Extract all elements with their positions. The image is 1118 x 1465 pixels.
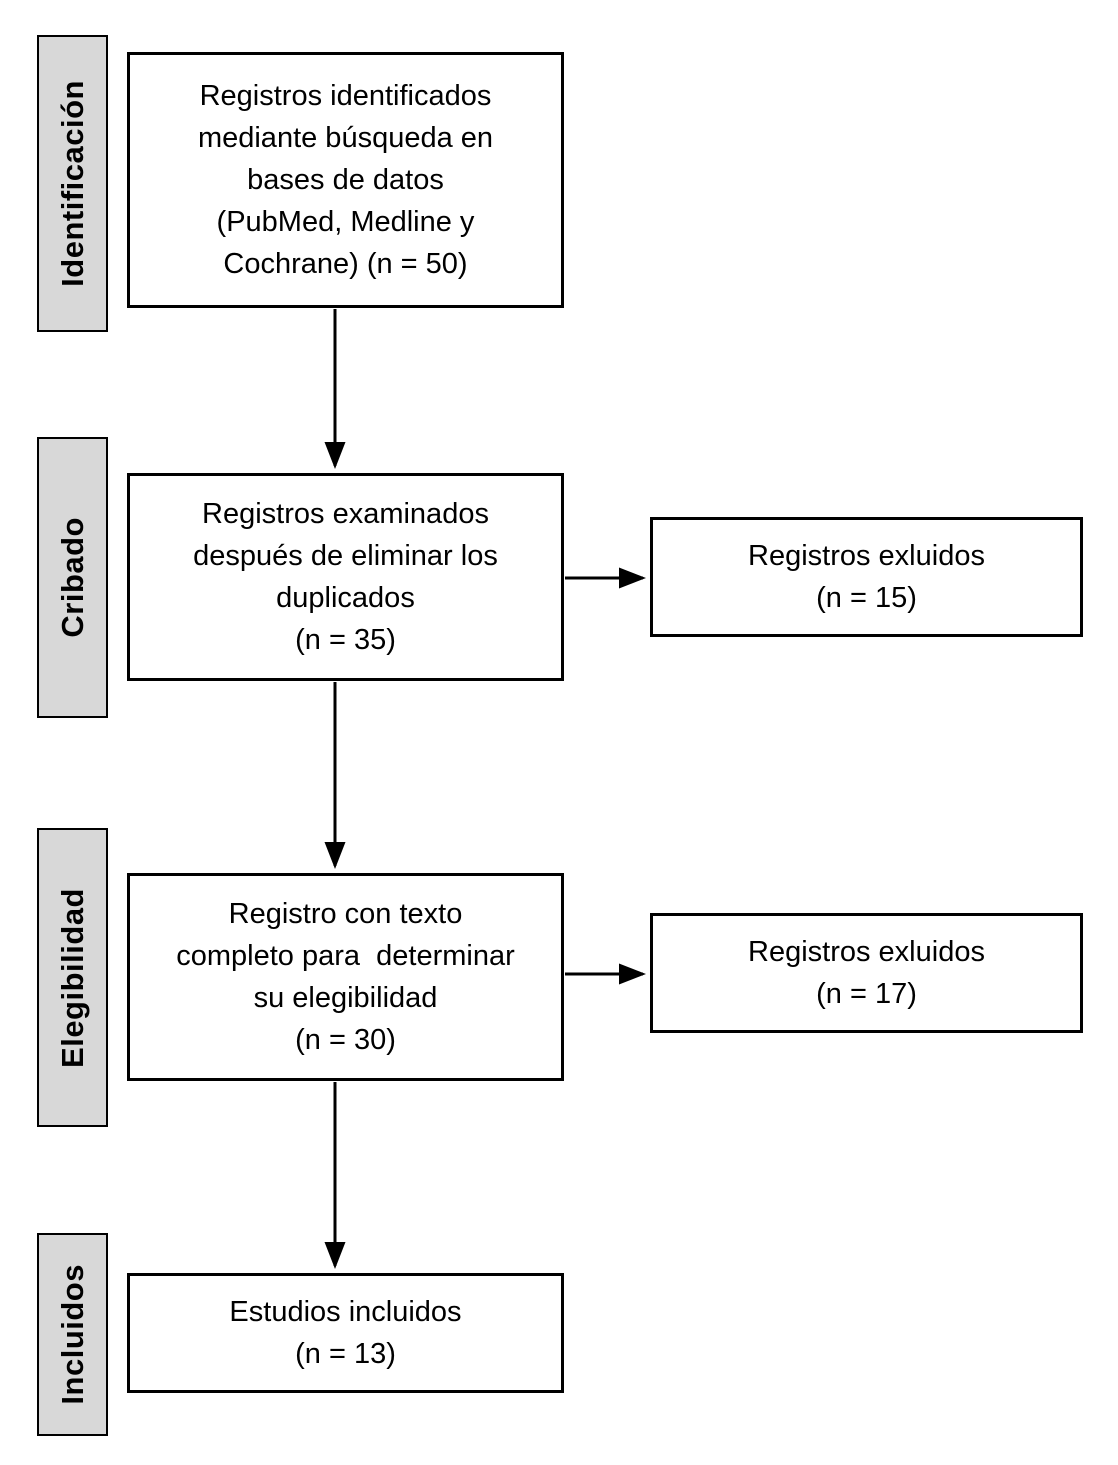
box-screened-records: Registros examinados después de eliminar… [127,473,564,681]
box-fulltext-records-text: Registro con texto completo para determi… [176,897,515,1057]
box-excluded-screening-text: Registros exluidos (n = 15) [748,539,985,614]
stage-eligibility-label: Elegibilidad [54,887,90,1068]
box-identified-records-text: Registros identificados mediante búsqued… [197,79,494,281]
box-excluded-eligibility: Registros exluidos (n = 17) [650,913,1083,1033]
stage-identification: Identificación [37,35,108,332]
stage-included: Incluidos [37,1233,108,1436]
stage-identification-label: Identificación [54,80,90,287]
box-identified-records: Registros identificados mediante búsqued… [127,52,564,308]
box-excluded-eligibility-text: Registros exluidos (n = 17) [748,935,985,1010]
box-screened-records-text: Registros examinados después de eliminar… [193,497,498,657]
stage-eligibility: Elegibilidad [37,828,108,1127]
box-excluded-screening: Registros exluidos (n = 15) [650,517,1083,637]
stage-included-label: Incluidos [54,1264,90,1405]
stage-screening: Cribado [37,437,108,718]
box-included-studies: Estudios incluidos (n = 13) [127,1273,564,1393]
box-fulltext-records: Registro con texto completo para determi… [127,873,564,1081]
box-included-studies-text: Estudios incluidos (n = 13) [229,1295,462,1370]
stage-screening-label: Cribado [54,517,90,638]
